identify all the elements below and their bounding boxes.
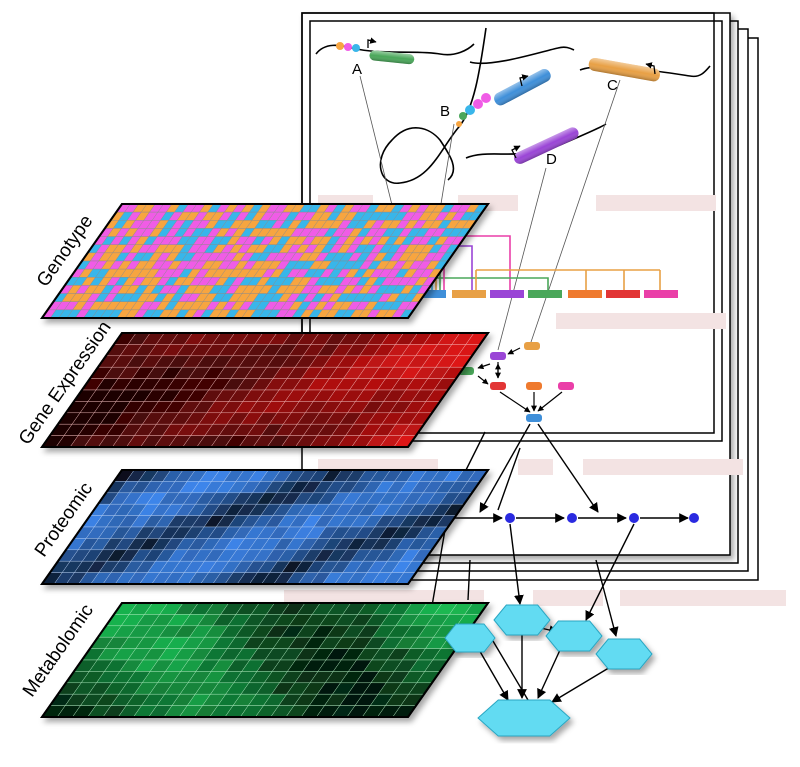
metabolite-hexagon: [545, 620, 603, 652]
gene-bar: [452, 290, 486, 298]
protein-node-3: [567, 513, 577, 523]
gene-label-d: D: [546, 151, 557, 168]
connector-lines: [359, 75, 621, 351]
expression-grid: [41, 332, 489, 448]
metabolite-hexagon: [493, 604, 551, 636]
proteomic-layer: [40, 469, 490, 585]
protein-block-red: [490, 382, 506, 390]
protein-block-orange: [524, 342, 540, 350]
gene-d-cylinder: [513, 127, 579, 164]
metabolite-hexagon: [477, 699, 571, 737]
gene-bar-row: [412, 290, 678, 298]
gene-bar: [606, 290, 640, 298]
metabolite-hexagon: [595, 638, 653, 670]
expression-layer: [40, 332, 490, 448]
protein-block-orange2: [526, 382, 542, 390]
protein-arrows: [477, 347, 563, 413]
promoter-arrows: [367, 37, 656, 159]
gene-label-b: B: [440, 103, 450, 120]
protein-block-pink: [558, 382, 574, 390]
gene-bar: [528, 290, 562, 298]
metabolite-hexagon: [444, 623, 496, 653]
gene-bar: [644, 290, 678, 298]
protein-node-5: [689, 513, 699, 523]
gene-label-c: C: [607, 77, 618, 94]
metabolomic-layer: [40, 602, 490, 718]
gene-bar: [412, 290, 446, 298]
gene-c-cylinder: [588, 57, 660, 82]
binding-beads: [336, 42, 491, 127]
genotype-layer: [40, 203, 490, 319]
gene-a-cylinder: [369, 50, 415, 65]
gene-b-cylinder: [494, 69, 551, 106]
protein-node-4: [629, 513, 639, 523]
protein-block-blue: [526, 414, 542, 422]
gene-bar: [568, 290, 602, 298]
gene-cylinders: [369, 50, 660, 164]
metabolite-network: [444, 604, 653, 737]
proteomic-grid: [41, 469, 489, 585]
protein-node-2: [505, 513, 515, 523]
metabolite-arrows: [431, 523, 635, 637]
protein-block-purple: [490, 352, 506, 360]
protein-blocks: [458, 342, 574, 422]
gene-bar: [490, 290, 524, 298]
gene-label-a: A: [352, 61, 362, 78]
metabolomic-grid: [41, 602, 489, 718]
